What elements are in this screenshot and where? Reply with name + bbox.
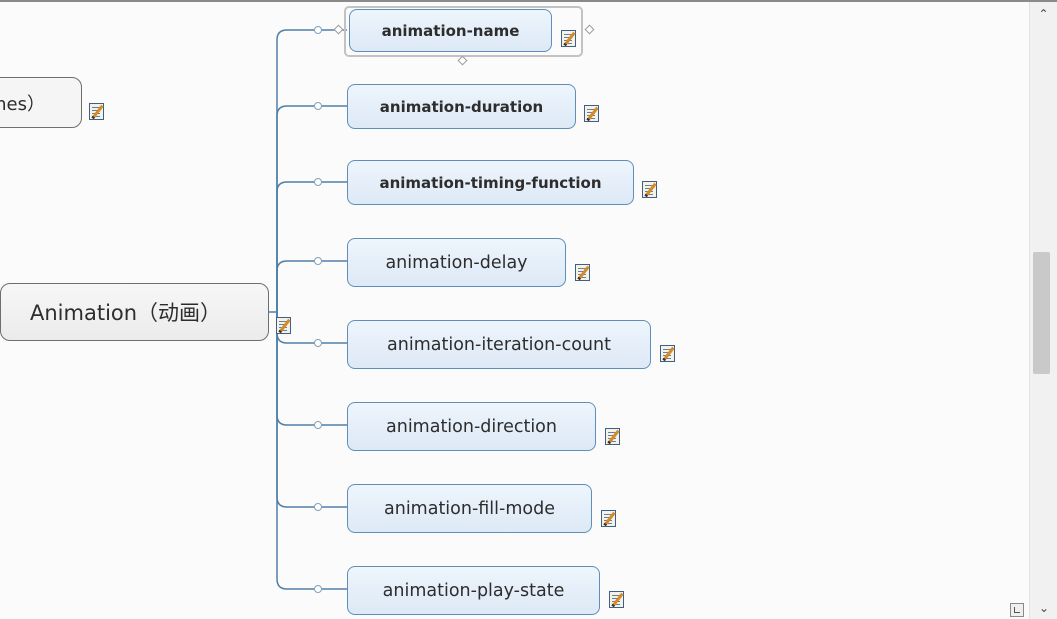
note-pencil-icon[interactable]: [609, 591, 624, 608]
topic-animation-iteration-count[interactable]: animation-iteration-count: [347, 320, 651, 369]
note-pencil-icon[interactable]: [584, 105, 599, 122]
connector-branch: [276, 260, 347, 312]
connector-branch: [276, 312, 347, 508]
connector-joint: [314, 585, 322, 593]
note-pencil-icon[interactable]: [660, 345, 675, 362]
connector-branch: [276, 29, 347, 312]
connector-joint: [314, 257, 322, 265]
topic-label: animation-iteration-count: [387, 334, 611, 355]
note-pencil-icon[interactable]: [276, 317, 291, 334]
connector-joint: [314, 421, 322, 429]
connector-branch: [276, 105, 347, 312]
note-pencil-icon[interactable]: [601, 510, 616, 527]
mind-map-canvas[interactable]: mes） Animation（动画） animation-name animat…: [0, 2, 1029, 619]
note-pencil-icon[interactable]: [642, 181, 657, 198]
chevron-down-icon[interactable]: ⌄: [1038, 601, 1050, 615]
topic-label: animation-delay: [385, 252, 528, 273]
topic-label: animation-timing-function: [379, 173, 602, 192]
connector-joint: [314, 178, 322, 186]
central-topic-animation[interactable]: Animation（动画）: [0, 283, 269, 341]
topic-keyframes-partial[interactable]: mes）: [0, 77, 82, 128]
topic-animation-fill-mode[interactable]: animation-fill-mode: [347, 484, 592, 533]
topic-label: animation-direction: [386, 416, 557, 437]
topic-label: animation-name: [381, 21, 520, 40]
connector-joint: [314, 102, 322, 110]
chevron-up-icon[interactable]: ⌃: [1038, 7, 1049, 21]
topic-animation-timing-function[interactable]: animation-timing-function: [347, 160, 634, 205]
connector-branch: [276, 181, 347, 312]
topic-label: animation-duration: [379, 97, 544, 116]
note-pencil-icon[interactable]: [89, 103, 104, 120]
connector-branch: [276, 312, 347, 590]
connector-joint: [314, 26, 322, 34]
note-pencil-icon[interactable]: [575, 264, 590, 281]
topic-animation-direction[interactable]: animation-direction: [347, 402, 596, 451]
connector-joint: [314, 339, 322, 347]
topic-keyframes-label: mes）: [0, 93, 45, 115]
navigator-toggle-icon[interactable]: [1010, 603, 1024, 617]
topic-animation-play-state[interactable]: animation-play-state: [347, 566, 600, 615]
note-pencil-icon[interactable]: [561, 30, 576, 47]
central-topic-label: Animation（动画）: [30, 301, 222, 325]
topic-animation-delay[interactable]: animation-delay: [347, 238, 566, 287]
note-pencil-icon[interactable]: [605, 428, 620, 445]
connector-joint: [314, 503, 322, 511]
scrollbar-thumb[interactable]: [1033, 252, 1050, 374]
vertical-scrollbar[interactable]: ⌃ ⌄: [1029, 2, 1057, 619]
topic-label: animation-play-state: [382, 580, 565, 601]
topic-label: animation-fill-mode: [384, 498, 555, 519]
window-top-border: [0, 0, 1057, 2]
topic-animation-duration[interactable]: animation-duration: [347, 84, 576, 129]
topic-animation-name[interactable]: animation-name: [349, 9, 552, 52]
